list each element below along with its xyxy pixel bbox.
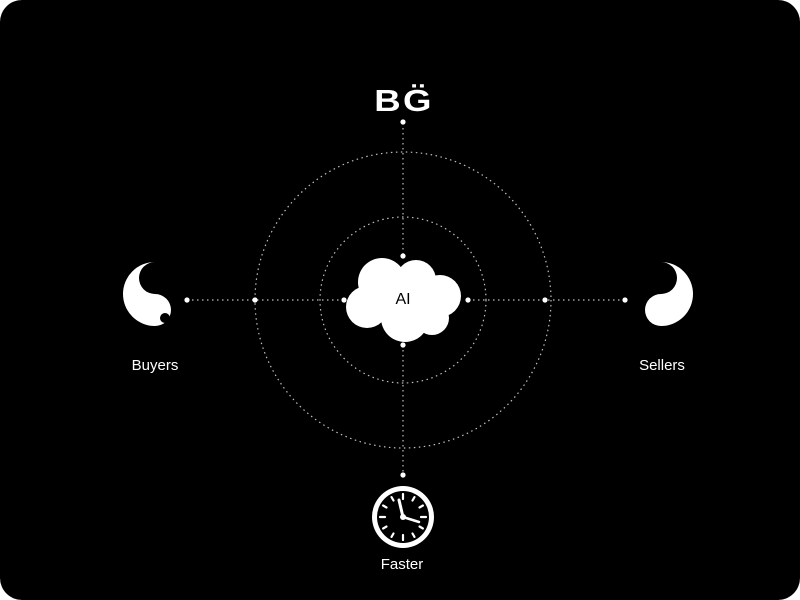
dot-right-outer <box>542 297 548 303</box>
dot-left-end <box>184 297 190 303</box>
yin-yang-half-icon <box>645 262 693 326</box>
junction-dots <box>184 119 628 478</box>
connector-lines <box>187 123 625 475</box>
faster-label: Faster <box>380 556 424 573</box>
dot-right-inner <box>465 297 471 303</box>
dot-bottom-inner <box>400 342 406 348</box>
brand-logo: BG̈ <box>374 83 434 118</box>
yin-yang-half-icon <box>123 262 171 326</box>
buyers-label: Buyers <box>131 357 179 374</box>
dot-right-end <box>622 297 628 303</box>
dot-bottom-end <box>400 472 406 478</box>
cloud-icon <box>346 258 461 342</box>
inner-ring <box>319 216 487 384</box>
clock-icon <box>372 486 434 548</box>
dot-top-end <box>400 119 406 125</box>
outer-ring <box>254 151 552 449</box>
center-label: AI <box>395 291 411 308</box>
sellers-label: Sellers <box>639 357 685 374</box>
dot-left-outer <box>252 297 258 303</box>
dot-top-inner <box>400 253 406 259</box>
dot-left-inner <box>341 297 347 303</box>
